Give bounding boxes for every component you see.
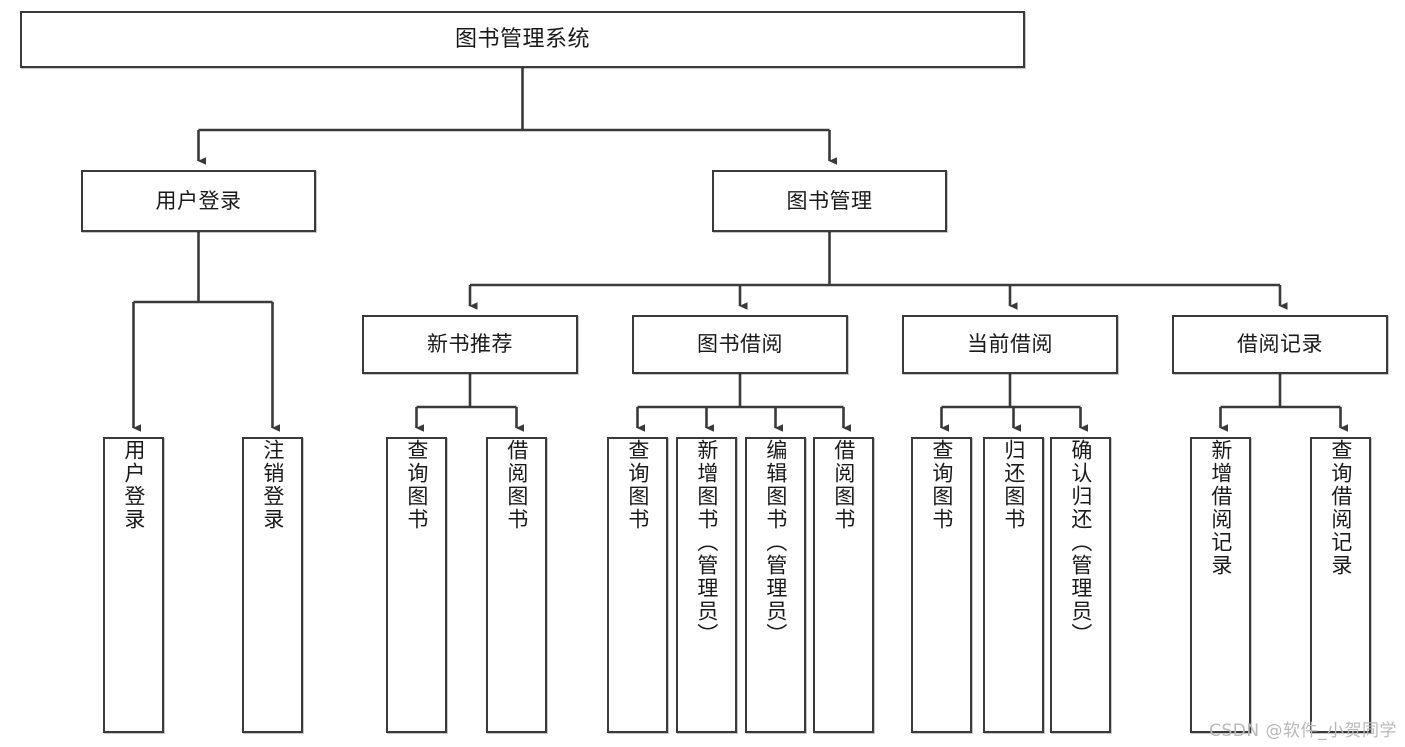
node-label: 查询图书 [929, 439, 954, 531]
node-label: 注销登录 [260, 439, 285, 531]
node-new_book_rec[interactable]: 新书推荐 [362, 315, 578, 374]
node-leaf_user_login[interactable]: 用户登录 [103, 437, 164, 733]
node-leaf_query_book_br[interactable]: 查询图书 [607, 437, 668, 733]
node-label: 借阅图书 [831, 439, 856, 531]
node-leaf_add_book[interactable]: 新增图书（管理员） [676, 437, 737, 733]
node-label: 新增图书（管理员） [694, 439, 719, 646]
node-label: 新书推荐 [427, 332, 513, 357]
node-label: 查询图书 [404, 439, 429, 531]
node-label: 借阅记录 [1237, 332, 1323, 357]
node-leaf_query_record[interactable]: 查询借阅记录 [1310, 437, 1371, 733]
node-label: 编辑图书（管理员） [763, 439, 788, 646]
node-label: 用户登录 [155, 188, 242, 213]
node-leaf_add_record[interactable]: 新增借阅记录 [1190, 437, 1251, 733]
node-label: 新增借阅记录 [1208, 439, 1233, 577]
node-borrow_record[interactable]: 借阅记录 [1172, 315, 1388, 374]
node-label: 用户登录 [121, 439, 146, 531]
node-label: 确认归还（管理员） [1068, 439, 1093, 646]
node-label: 当前借阅 [967, 332, 1053, 357]
node-current_borrow[interactable]: 当前借阅 [902, 315, 1118, 374]
node-leaf_query_book_rec[interactable]: 查询图书 [386, 437, 447, 733]
node-label: 借阅图书 [504, 439, 529, 531]
node-label: 图书管理系统 [454, 26, 590, 52]
node-label: 图书管理 [786, 188, 873, 213]
node-leaf_edit_book[interactable]: 编辑图书（管理员） [745, 437, 806, 733]
node-book_manage[interactable]: 图书管理 [712, 170, 947, 232]
node-root[interactable]: 图书管理系统 [20, 11, 1025, 68]
node-label: 查询图书 [625, 439, 650, 531]
node-leaf_confirm_return[interactable]: 确认归还（管理员） [1050, 437, 1111, 733]
node-book_borrow[interactable]: 图书借阅 [632, 315, 848, 374]
node-leaf_user_logout[interactable]: 注销登录 [242, 437, 303, 733]
node-leaf_return_book[interactable]: 归还图书 [983, 437, 1044, 733]
node-leaf_borrow_book_rec[interactable]: 借阅图书 [486, 437, 547, 733]
node-leaf_borrow_book_br[interactable]: 借阅图书 [813, 437, 874, 733]
node-label: 归还图书 [1001, 439, 1026, 531]
node-user_login[interactable]: 用户登录 [81, 170, 316, 232]
node-label: 图书借阅 [697, 332, 783, 357]
node-leaf_query_book_cb[interactable]: 查询图书 [911, 437, 972, 733]
node-label: 查询借阅记录 [1328, 439, 1353, 577]
